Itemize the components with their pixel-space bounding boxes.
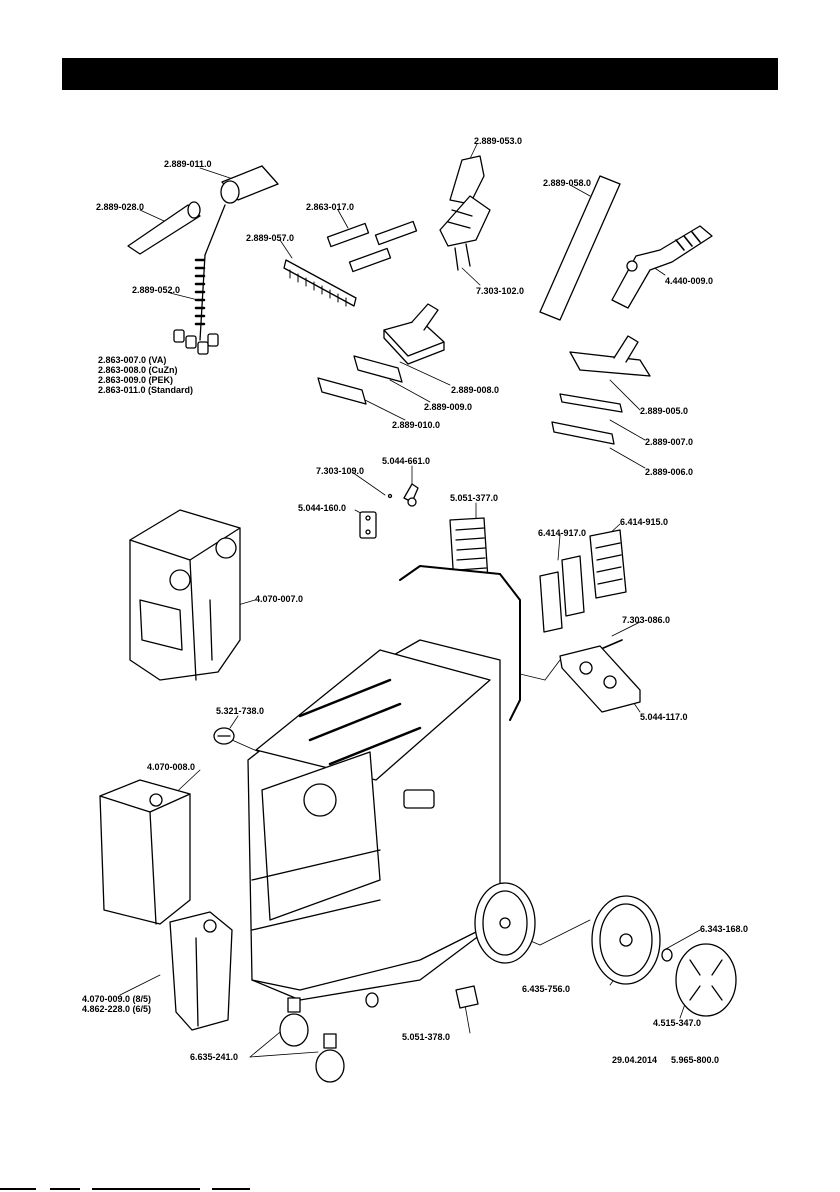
label-2889-053: 2.889-053.0 [474, 136, 523, 146]
label-7303-102: 7.303-102.0 [476, 286, 525, 296]
label-6635-241: 6.635-241.0 [190, 1052, 239, 1062]
flat-filter [449, 517, 489, 585]
label-nozzle-set: 2.863-007.0 (VA) 2.863-008.0 (CuZn) 2.86… [98, 355, 193, 395]
label-5044-160: 5.044-160.0 [298, 503, 347, 513]
brush-strip [283, 259, 357, 307]
label-2889-011: 2.889-011.0 [164, 159, 212, 169]
label-4070-009: 4.070-009.0 (8/5) [82, 994, 152, 1004]
spring-hose [194, 254, 206, 341]
label-5051-378: 5.051-378.0 [402, 1032, 451, 1042]
label-6343-168: 6.343-168.0 [700, 924, 749, 934]
container-small [169, 911, 233, 1031]
label-6414-915: 6.414-915.0 [620, 517, 669, 527]
closure-cap [213, 727, 235, 745]
label-4070-008: 4.070-008.0 [147, 762, 196, 772]
label-2889-052: 2.889-052.0 [132, 285, 181, 295]
label-4070-007: 4.070-007.0 [255, 594, 304, 604]
label-tank-set: 4.070-009.0 (8/5) 4.862-228.0 (6/5) [82, 994, 151, 1014]
label-4515-347: 4.515-347.0 [653, 1018, 702, 1028]
suction-hose [611, 225, 713, 309]
footer-edge-marks [0, 1188, 250, 1190]
label-2863-009: 2.863-009.0 (PEK) [98, 375, 174, 385]
floor-nozzle-wide [569, 335, 651, 377]
label-2889-009: 2.889-009.0 [424, 402, 473, 412]
squeegee-strips [551, 393, 623, 445]
label-2889-005: 2.889-005.0 [640, 406, 689, 416]
label-5051-377: 5.051-377.0 [450, 493, 499, 503]
label-2889-010: 2.889-010.0 [392, 420, 441, 430]
machine-body [247, 565, 521, 1001]
label-6414-917: 6.414-917.0 [538, 528, 587, 538]
label-2889-008: 2.889-008.0 [451, 385, 500, 395]
label-2889-028: 2.889-028.0 [96, 202, 145, 212]
label-7303-109: 7.303-109.0 [316, 466, 365, 476]
label-6435-756: 6.435-756.0 [522, 984, 571, 994]
label-2889-058: 2.889-058.0 [543, 178, 592, 188]
label-2863-008: 2.863-008.0 (CuZn) [98, 365, 178, 375]
label-2863-007: 2.863-007.0 (VA) [98, 355, 167, 365]
hand-tube [439, 155, 491, 271]
label-2863-017: 2.863-017.0 [306, 202, 355, 212]
label-5044-117: 5.044-117.0 [640, 712, 688, 722]
machine-wheel [474, 882, 536, 964]
suction-tube [539, 175, 621, 321]
label-2863-011: 2.863-011.0 (Standard) [98, 385, 194, 395]
castor-wheels [279, 992, 379, 1083]
washer [661, 948, 673, 962]
spare-wheel [591, 895, 661, 985]
label-2889-006: 2.889-006.0 [645, 467, 694, 477]
crevice-nozzle [127, 201, 201, 255]
accessory-holder [559, 639, 641, 713]
footer-doc-number: 5.965-800.0 [671, 1055, 720, 1065]
label-5044-661: 5.044-661.0 [382, 456, 431, 466]
label-4440-009: 4.440-009.0 [665, 276, 714, 286]
label-4862-228: 4.862-228.0 (6/5) [82, 1004, 152, 1014]
header-bar [62, 58, 778, 90]
label-2889-007: 2.889-007.0 [645, 437, 694, 447]
container-large [129, 509, 241, 681]
holder-clip [455, 985, 479, 1009]
small-parts [359, 483, 419, 539]
tube-adapter [204, 165, 279, 256]
nozzle-set [173, 329, 219, 355]
container-medium [99, 779, 191, 925]
nozzle-inserts [317, 355, 403, 405]
label-5321-738: 5.321-738.0 [216, 706, 265, 716]
footer-date: 29.04.2014 [612, 1055, 658, 1065]
label-2889-057: 2.889-057.0 [246, 233, 295, 243]
brush-strips-set [326, 220, 418, 273]
label-7303-086: 7.303-086.0 [622, 615, 671, 625]
floor-nozzle-small [383, 303, 445, 365]
hub-cap [675, 943, 737, 1017]
filter-elements [539, 529, 627, 633]
